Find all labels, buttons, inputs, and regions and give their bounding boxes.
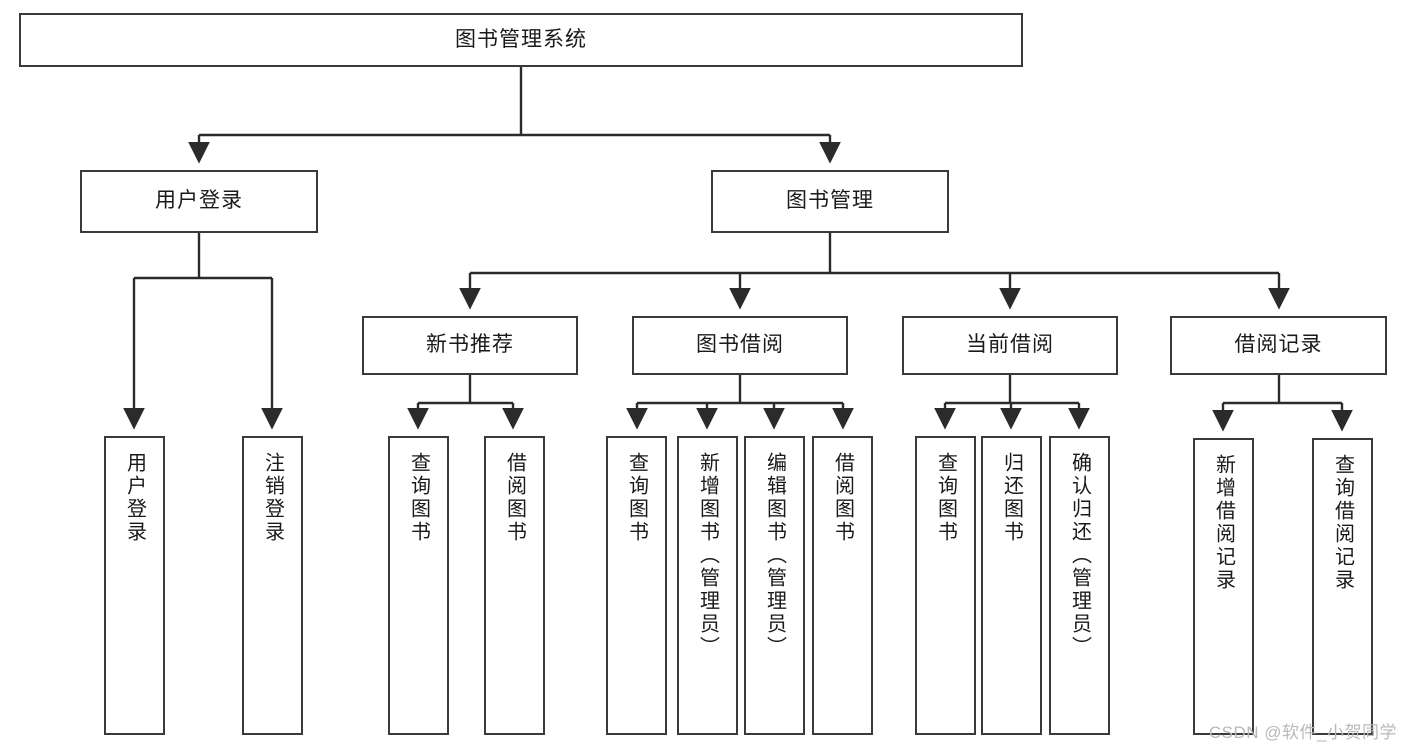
node-book-borrow-label: 图书借阅 bbox=[696, 333, 784, 357]
node-root-label: 图书管理系统 bbox=[455, 27, 587, 51]
node-leaf-query-borrow-record[interactable]: 查询借阅记录 bbox=[1312, 438, 1373, 735]
node-leaf-add-borrow-record-label: 新增借阅记录 bbox=[1212, 454, 1235, 592]
node-leaf-user-login[interactable]: 用户登录 bbox=[104, 436, 165, 735]
node-leaf-query-book-3[interactable]: 查询图书 bbox=[915, 436, 976, 735]
node-user-login[interactable]: 用户登录 bbox=[80, 170, 318, 233]
node-book-management[interactable]: 图书管理 bbox=[711, 170, 949, 233]
node-user-login-label: 用户登录 bbox=[155, 189, 243, 213]
node-leaf-edit-book-admin-label: 编辑图书（管理员） bbox=[763, 452, 786, 659]
node-leaf-return-book-label: 归还图书 bbox=[1000, 452, 1023, 544]
node-leaf-query-book-3-label: 查询图书 bbox=[934, 452, 957, 544]
node-borrow-record[interactable]: 借阅记录 bbox=[1170, 316, 1387, 375]
watermark: CSDN @软件_小贺同学 bbox=[1208, 723, 1397, 742]
node-leaf-logout-login[interactable]: 注销登录 bbox=[242, 436, 303, 735]
node-book-management-label: 图书管理 bbox=[786, 189, 874, 213]
node-borrow-record-label: 借阅记录 bbox=[1234, 333, 1323, 357]
node-leaf-borrow-book-2-label: 借阅图书 bbox=[831, 452, 854, 544]
node-leaf-user-login-label: 用户登录 bbox=[123, 452, 146, 544]
node-leaf-query-book-1-label: 查询图书 bbox=[407, 452, 430, 544]
node-leaf-confirm-return-admin-label: 确认归还（管理员） bbox=[1068, 452, 1091, 659]
node-root[interactable]: 图书管理系统 bbox=[19, 13, 1023, 67]
node-leaf-logout-login-label: 注销登录 bbox=[261, 452, 284, 544]
node-leaf-query-book-2[interactable]: 查询图书 bbox=[606, 436, 667, 735]
node-leaf-borrow-book-2[interactable]: 借阅图书 bbox=[812, 436, 873, 735]
node-leaf-query-borrow-record-label: 查询借阅记录 bbox=[1331, 454, 1354, 592]
node-leaf-borrow-book-1[interactable]: 借阅图书 bbox=[484, 436, 545, 735]
node-leaf-query-book-1[interactable]: 查询图书 bbox=[388, 436, 449, 735]
node-leaf-return-book[interactable]: 归还图书 bbox=[981, 436, 1042, 735]
node-current-borrow[interactable]: 当前借阅 bbox=[902, 316, 1118, 375]
node-leaf-add-borrow-record[interactable]: 新增借阅记录 bbox=[1193, 438, 1254, 735]
node-book-borrow[interactable]: 图书借阅 bbox=[632, 316, 848, 375]
node-new-book-recommend[interactable]: 新书推荐 bbox=[362, 316, 578, 375]
node-leaf-add-book-admin[interactable]: 新增图书（管理员） bbox=[677, 436, 738, 735]
node-leaf-borrow-book-1-label: 借阅图书 bbox=[503, 452, 526, 544]
node-leaf-confirm-return-admin[interactable]: 确认归还（管理员） bbox=[1049, 436, 1110, 735]
node-leaf-add-book-admin-label: 新增图书（管理员） bbox=[696, 452, 719, 659]
node-current-borrow-label: 当前借阅 bbox=[966, 333, 1054, 357]
node-leaf-query-book-2-label: 查询图书 bbox=[625, 452, 648, 544]
node-new-book-recommend-label: 新书推荐 bbox=[426, 333, 514, 357]
node-leaf-edit-book-admin[interactable]: 编辑图书（管理员） bbox=[744, 436, 805, 735]
